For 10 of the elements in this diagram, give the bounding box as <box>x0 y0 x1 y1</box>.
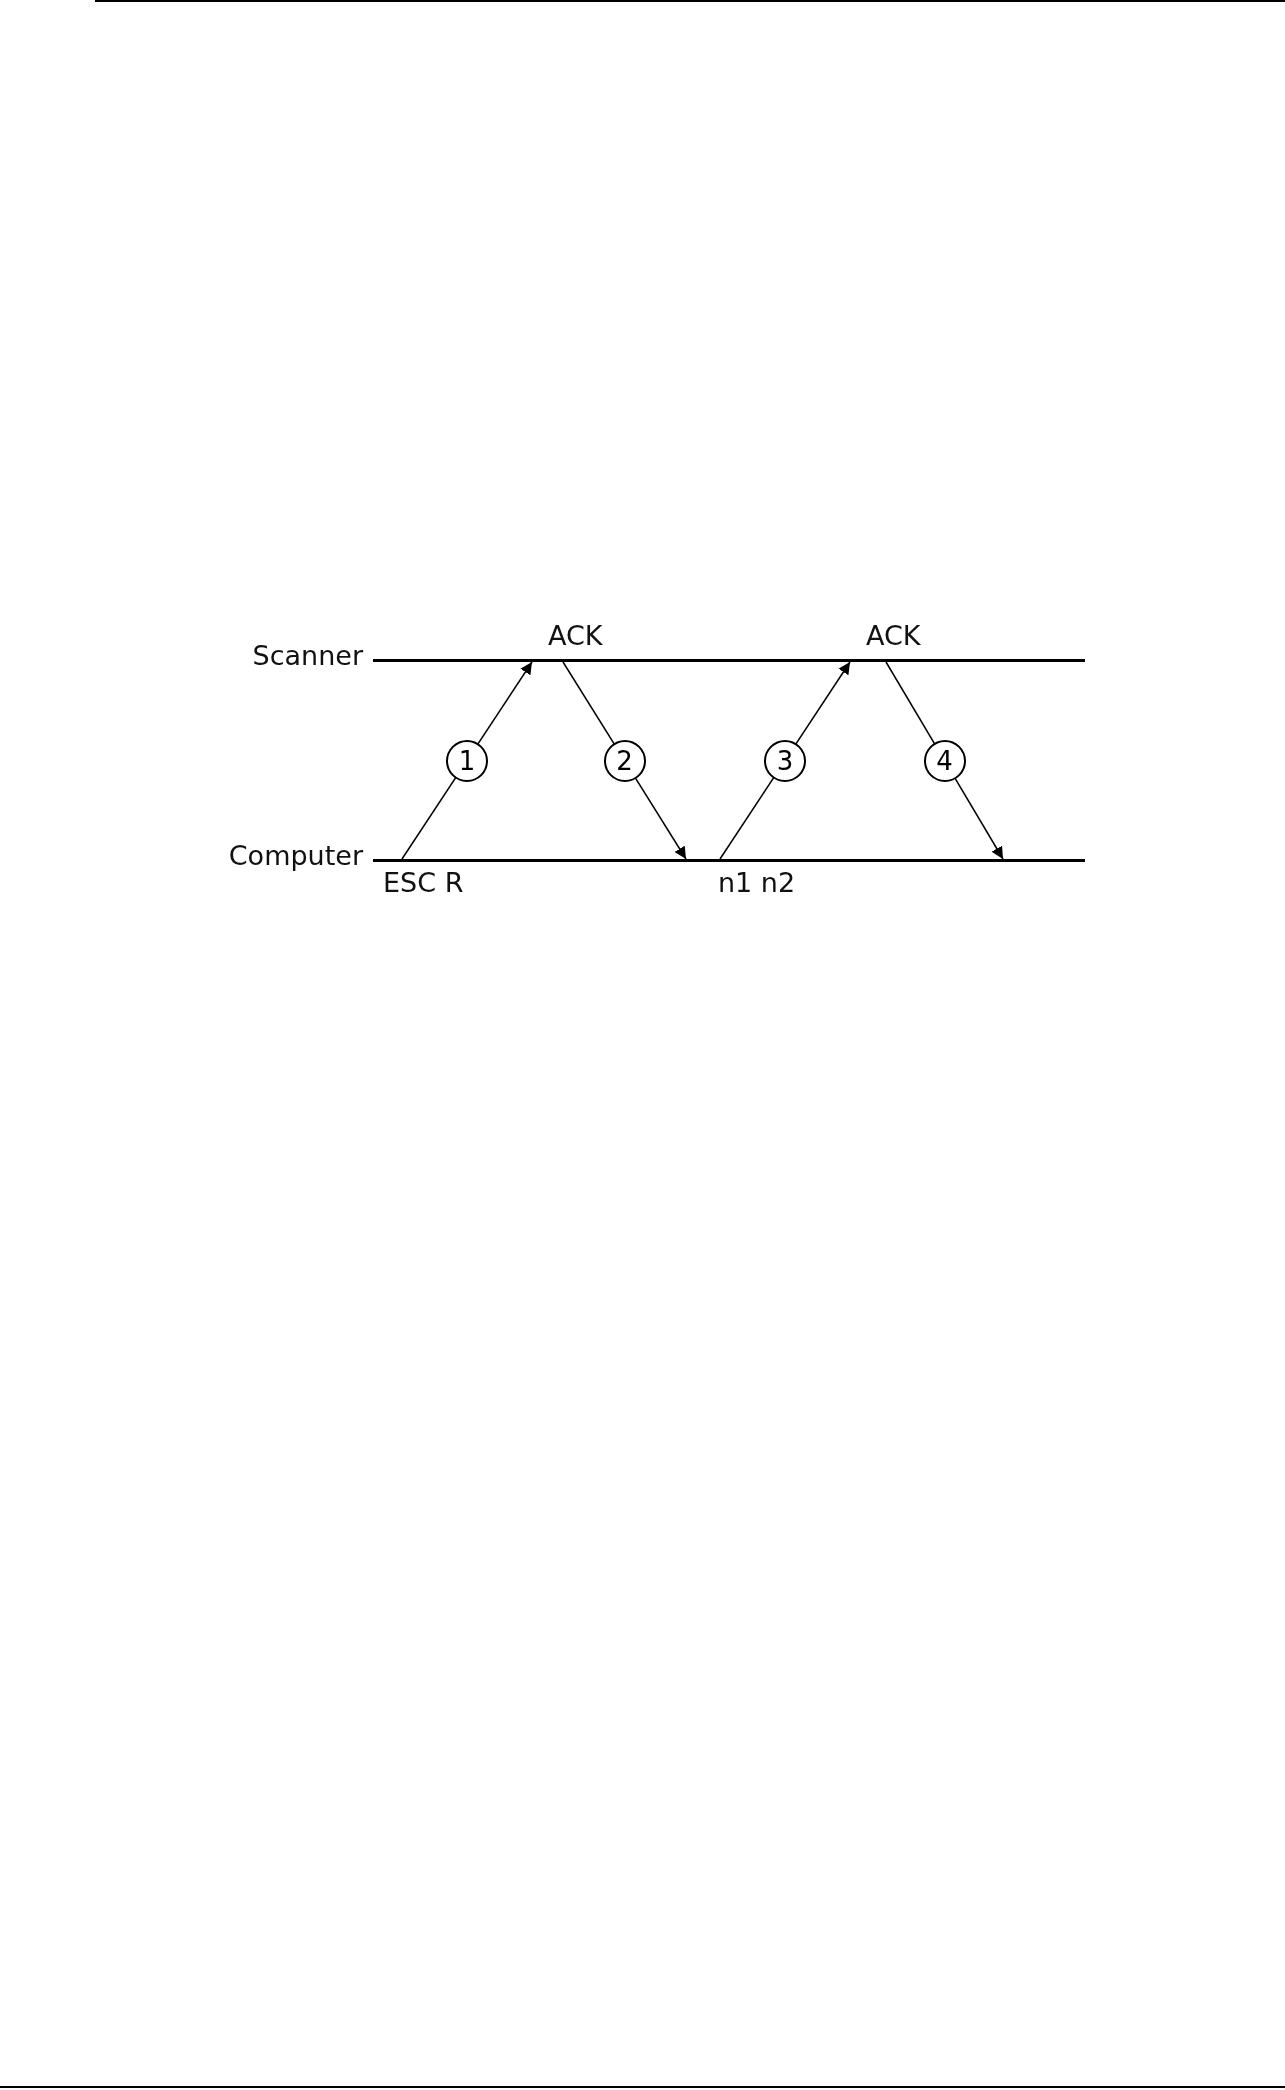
step-number: 2 <box>603 739 646 782</box>
message-label: ACK <box>548 620 603 651</box>
lifeline-label: Scanner <box>252 640 363 671</box>
step-number: 3 <box>764 739 806 782</box>
lifeline-label: Computer <box>228 840 363 871</box>
step-number: 4 <box>923 739 966 782</box>
message-label: ESC R <box>383 867 464 898</box>
message-label: ACK <box>866 620 921 651</box>
step-number: 1 <box>446 739 488 782</box>
message-label: n1 n2 <box>718 867 796 898</box>
